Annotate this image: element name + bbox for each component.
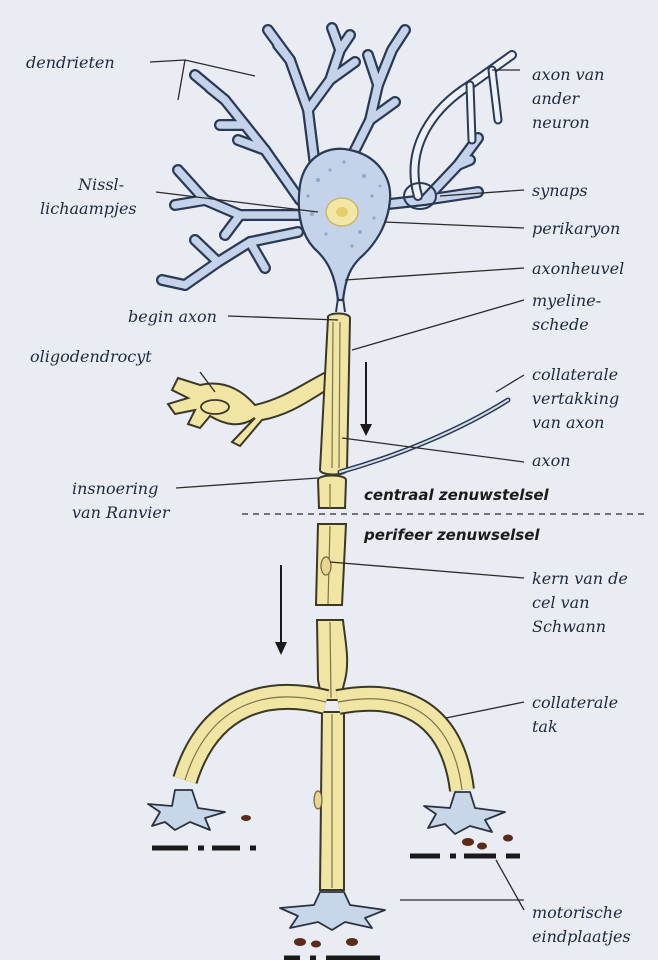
label-collateraal-2: vertakking	[532, 389, 619, 408]
label-collateraal-1: collaterale	[532, 365, 618, 384]
label-perifeer-zenuwstelsel: perifeer zenuwselsel	[363, 526, 540, 544]
signal-arrow-central	[360, 362, 372, 436]
label-nissl-2: lichaampjes	[40, 199, 137, 218]
label-axon-ander-neuron-3: neuron	[532, 113, 590, 132]
label-collateraal-3: van axon	[532, 413, 604, 432]
motor-end-plate-left	[148, 790, 251, 830]
motor-end-plate-bottom	[280, 892, 385, 948]
label-kern-2: cel van	[532, 593, 590, 612]
label-insnoering-2: van Ranvier	[72, 503, 171, 522]
label-kern-3: Schwann	[532, 617, 606, 636]
label-myeline-2: schede	[532, 315, 589, 334]
left-collateral-arch	[185, 697, 326, 780]
label-centraal-zenuwstelsel: centraal zenuwstelsel	[364, 486, 550, 504]
label-tak-2: tak	[532, 717, 558, 736]
central-myelin-sheath	[318, 314, 350, 509]
label-perikaryon: perikaryon	[532, 219, 620, 238]
label-motorisch-2: eindplaatjes	[532, 927, 631, 946]
right-collateral-arch	[338, 699, 462, 790]
label-dendrieten: dendrieten	[26, 53, 115, 72]
label-myeline-1: myeline-	[532, 291, 601, 310]
label-nissl-1: Nissl-	[77, 175, 124, 194]
nucleolus	[336, 207, 348, 217]
label-motorisch-1: motorische	[532, 903, 623, 922]
schwann-nucleus	[321, 557, 331, 575]
label-insnoering-1: insnoering	[72, 479, 158, 498]
other-neuron-axon	[404, 55, 512, 209]
label-axonheuvel: axonheuvel	[532, 259, 624, 278]
label-axon: axon	[532, 451, 571, 470]
label-tak-1: collaterale	[532, 693, 618, 712]
label-synaps: synaps	[532, 181, 588, 200]
label-oligodendrocyt: oligodendrocyt	[30, 347, 152, 366]
label-kern-1: kern van de	[532, 569, 628, 588]
oligodendrocyte	[168, 370, 330, 446]
label-begin-axon: begin axon	[128, 307, 217, 326]
label-axon-ander-neuron-1: axon van	[532, 65, 604, 84]
motor-end-plate-right	[424, 792, 513, 850]
signal-arrow-peripheral	[275, 565, 287, 655]
label-axon-ander-neuron-2: ander	[532, 89, 581, 108]
